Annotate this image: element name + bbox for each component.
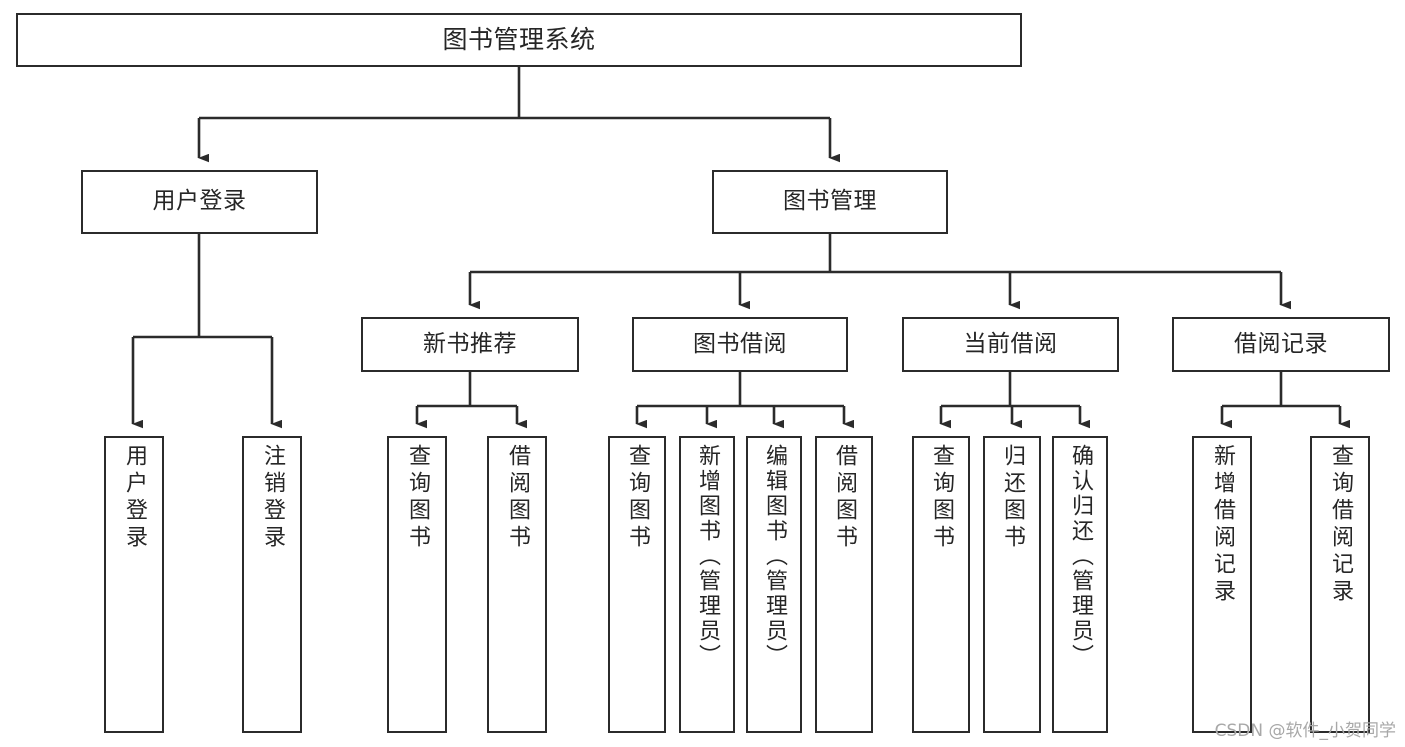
node-leaf-add-borrow-record-label: 新增借阅记录 [1210,444,1235,606]
node-user-login-label: 用户登录 [152,188,247,215]
node-leaf-query-book-current[interactable]: 查询图书 [912,436,970,733]
node-leaf-query-book-borrow[interactable]: 查询图书 [608,436,666,733]
node-root-label: 图书管理系统 [442,25,596,55]
node-leaf-query-book-recommend[interactable]: 查询图书 [387,436,447,733]
node-leaf-user-login[interactable]: 用户登录 [104,436,164,733]
node-leaf-confirm-return-label: 确认归还（管理员） [1068,444,1093,669]
node-new-book-recommend-label: 新书推荐 [423,330,517,357]
node-root-system[interactable]: 图书管理系统 [16,13,1022,67]
node-borrow-record[interactable]: 借阅记录 [1172,317,1390,372]
node-leaf-return-book[interactable]: 归还图书 [983,436,1041,733]
node-new-book-recommend[interactable]: 新书推荐 [361,317,579,372]
node-current-borrow[interactable]: 当前借阅 [902,317,1119,372]
node-leaf-query-book-current-label: 查询图书 [929,444,954,552]
node-user-login[interactable]: 用户登录 [81,170,318,234]
node-leaf-add-book[interactable]: 新增图书（管理员） [679,436,735,733]
node-leaf-user-login-label: 用户登录 [122,444,147,552]
node-leaf-borrow-book-recommend-label: 借阅图书 [505,444,530,552]
node-book-management[interactable]: 图书管理 [712,170,948,234]
node-book-borrow[interactable]: 图书借阅 [632,317,848,372]
node-book-management-label: 图书管理 [783,188,877,215]
node-leaf-borrow-book[interactable]: 借阅图书 [815,436,873,733]
node-leaf-query-book-recommend-label: 查询图书 [405,444,430,552]
node-leaf-query-borrow-record[interactable]: 查询借阅记录 [1310,436,1370,733]
node-leaf-borrow-book-label: 借阅图书 [832,444,857,552]
node-leaf-logout-label: 注销登录 [260,444,285,552]
node-leaf-edit-book[interactable]: 编辑图书（管理员） [746,436,802,733]
node-leaf-borrow-book-recommend[interactable]: 借阅图书 [487,436,547,733]
node-leaf-return-book-label: 归还图书 [1000,444,1025,552]
node-book-borrow-label: 图书借阅 [693,330,787,357]
node-leaf-query-borrow-record-label: 查询借阅记录 [1328,444,1353,606]
node-leaf-query-book-borrow-label: 查询图书 [625,444,650,552]
node-leaf-logout[interactable]: 注销登录 [242,436,302,733]
node-leaf-add-borrow-record[interactable]: 新增借阅记录 [1192,436,1252,733]
node-leaf-edit-book-label: 编辑图书（管理员） [762,444,787,669]
node-borrow-record-label: 借阅记录 [1234,330,1328,357]
watermark-text: CSDN @软件_小贺同学 [1214,721,1396,741]
node-leaf-add-book-label: 新增图书（管理员） [695,444,720,669]
node-leaf-confirm-return[interactable]: 确认归还（管理员） [1052,436,1108,733]
node-current-borrow-label: 当前借阅 [963,330,1058,357]
